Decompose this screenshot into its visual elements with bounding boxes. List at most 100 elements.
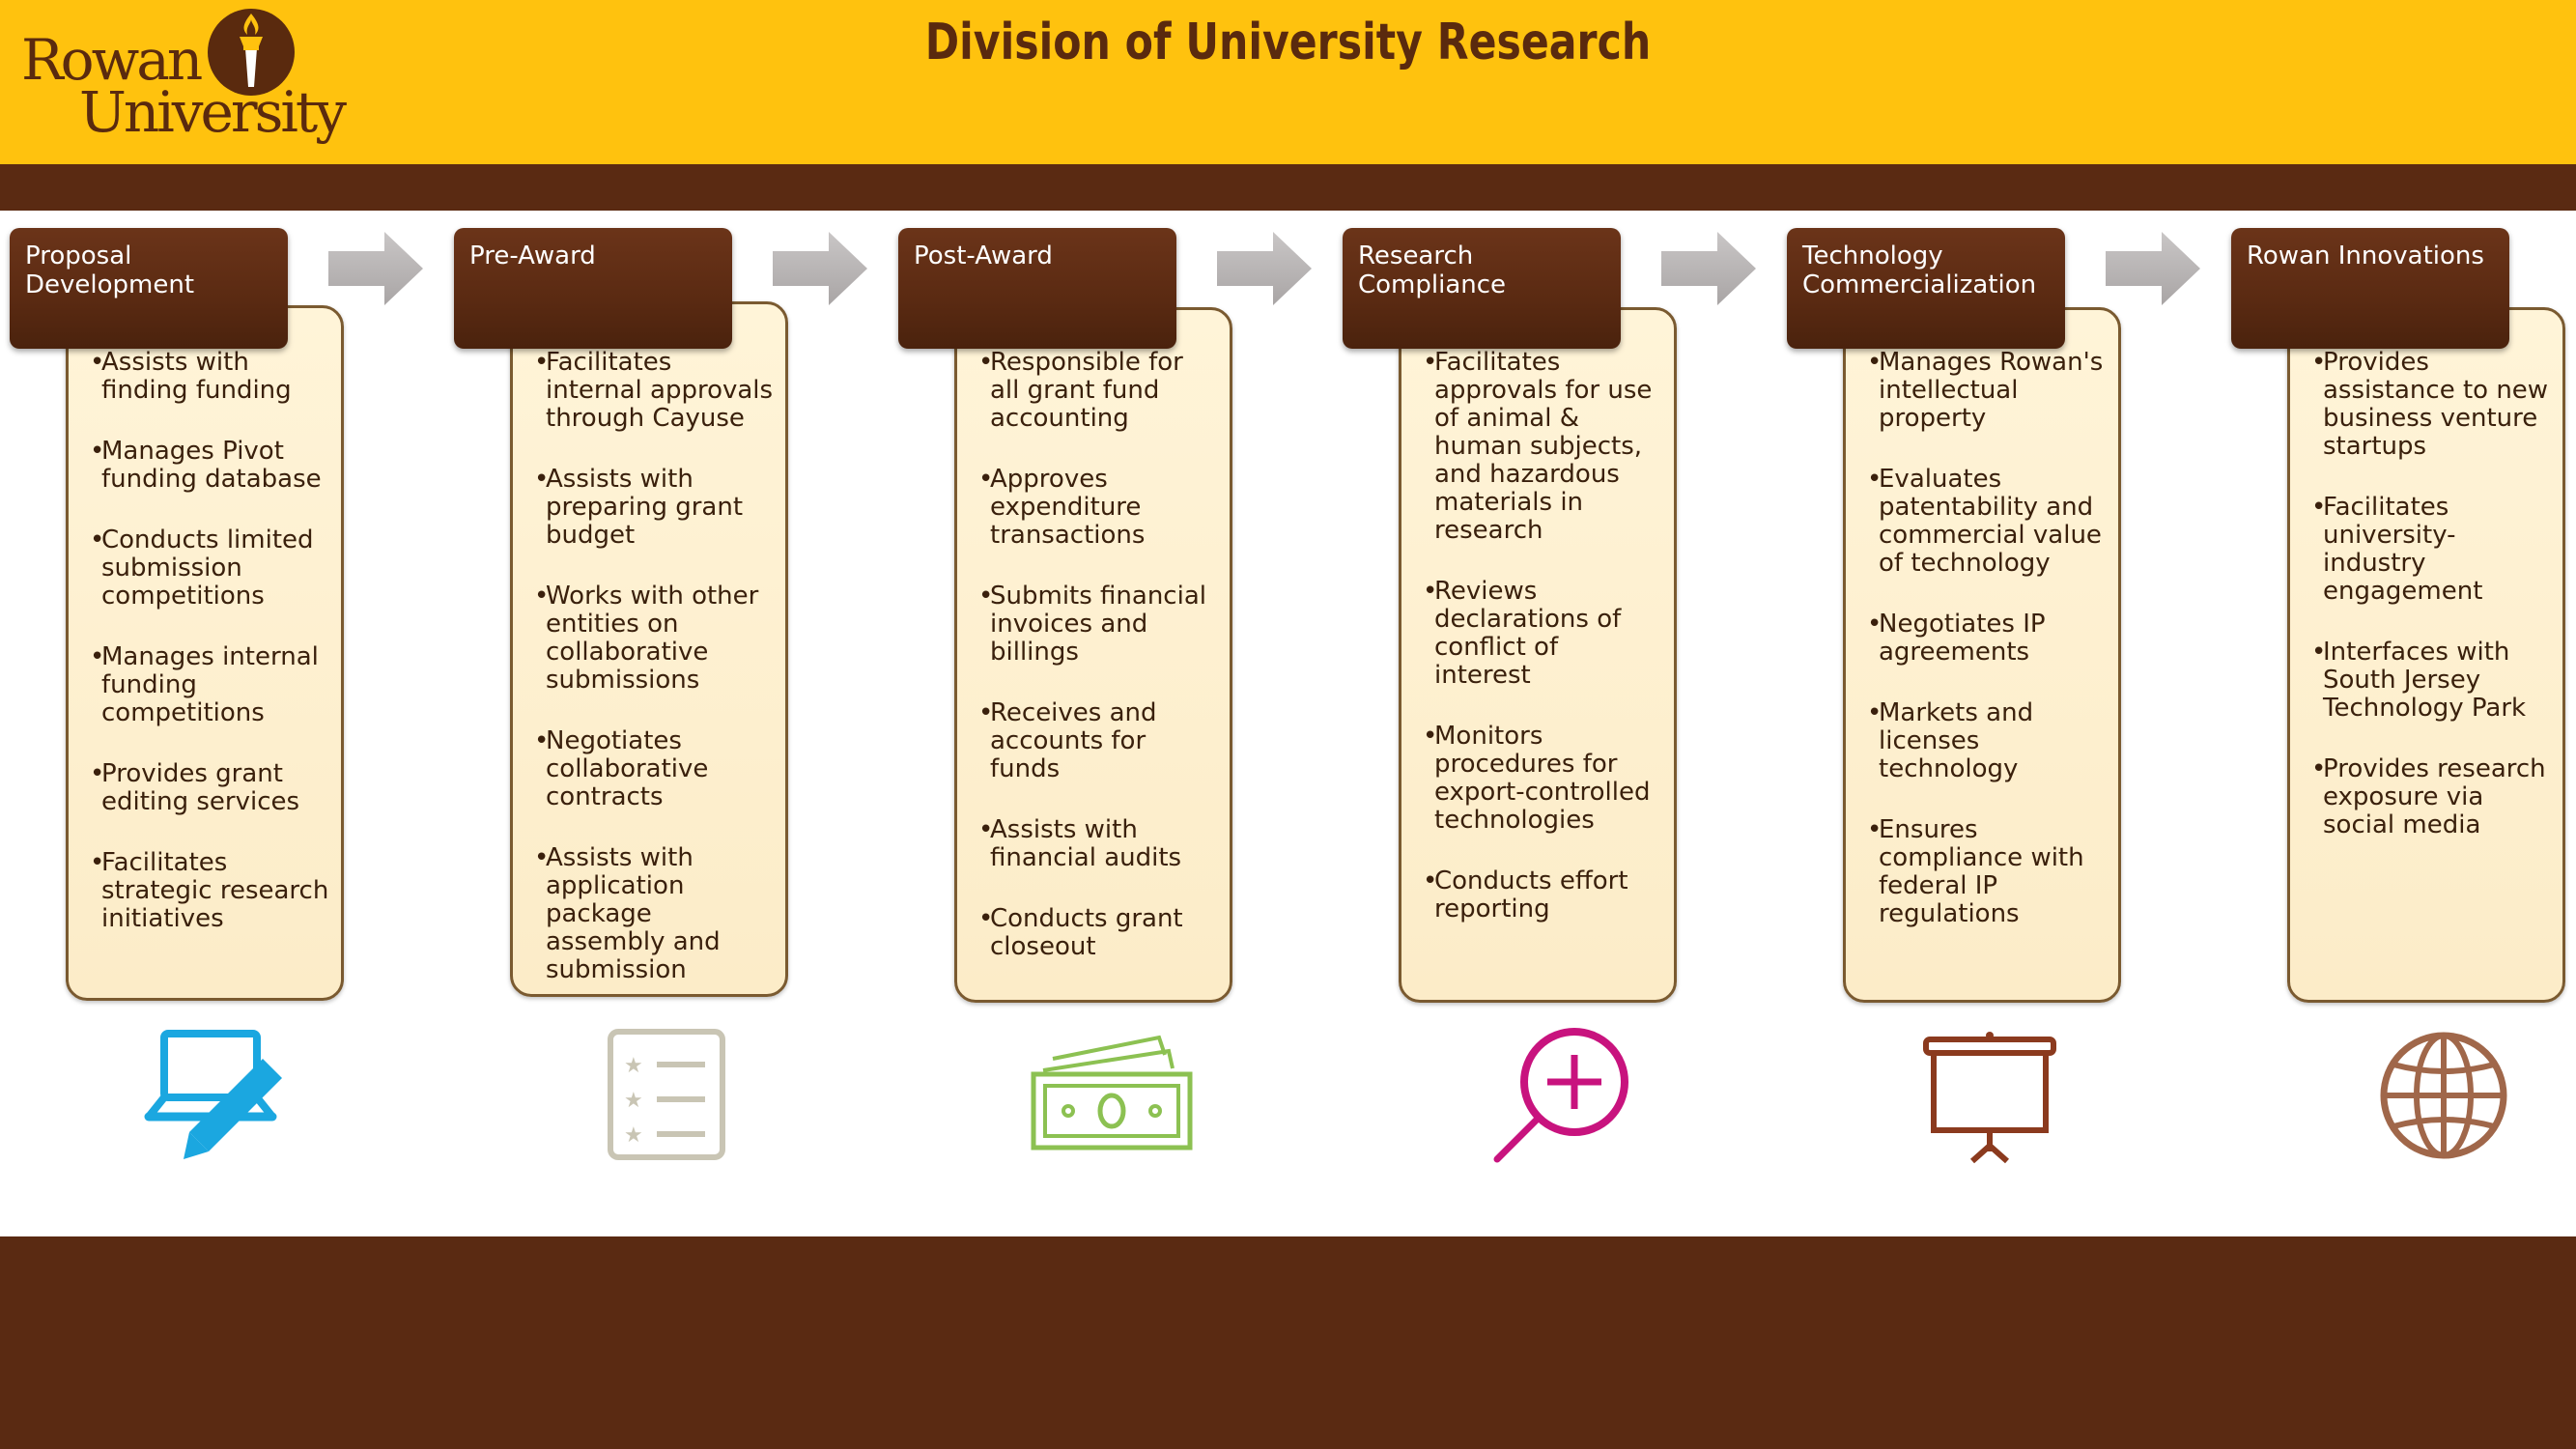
list-item-text: Assists with financial audits bbox=[990, 815, 1182, 872]
list-item-text: Conducts limited submission competitions bbox=[101, 526, 314, 611]
flow-arrow-icon bbox=[1217, 232, 1314, 305]
rowan-university-logo: Rowan University bbox=[19, 0, 347, 155]
list-item: •Facilitates university-industry engagem… bbox=[2311, 494, 2551, 606]
list-item-text: Conducts effort reporting bbox=[1434, 867, 1628, 923]
money-icon bbox=[1024, 1026, 1193, 1171]
bullet-dot-icon: • bbox=[90, 526, 105, 554]
stage-title: Rowan Innovations bbox=[2247, 242, 2484, 270]
stage-header: Proposal Development bbox=[10, 228, 288, 349]
list-item: •Works with other entities on collaborat… bbox=[534, 582, 774, 695]
stage-column: •Responsible for all grant fund accounti… bbox=[898, 228, 1285, 1020]
page-title: Division of University Research bbox=[924, 14, 1652, 71]
list-item-text: Responsible for all grant fund accountin… bbox=[990, 348, 1183, 433]
bullet-dot-icon: • bbox=[2311, 754, 2327, 783]
bullet-dot-icon: • bbox=[978, 698, 994, 727]
list-item-text: Facilitates university-industry engageme… bbox=[2323, 493, 2483, 606]
list-item: •Conducts limited submission competition… bbox=[90, 526, 329, 611]
list-item: •Conducts effort reporting bbox=[1423, 867, 1662, 923]
stage-column: •Facilitates internal approvals through … bbox=[454, 228, 840, 1020]
list-item: •Manages Pivot funding database bbox=[90, 438, 329, 494]
stage-header: Rowan Innovations bbox=[2231, 228, 2509, 349]
stage-title: Technology Commercialization bbox=[1802, 242, 2037, 299]
stage-title: Post-Award bbox=[914, 242, 1053, 270]
bullet-dot-icon: • bbox=[2311, 493, 2327, 522]
bullet-dot-icon: • bbox=[978, 815, 994, 844]
bullet-dot-icon: • bbox=[90, 848, 105, 877]
bullet-dot-icon: • bbox=[1423, 348, 1438, 377]
stage-title: Pre-Award bbox=[469, 242, 596, 270]
stage-column: •Assists with finding funding•Manages Pi… bbox=[10, 228, 396, 1020]
svg-text:★: ★ bbox=[624, 1054, 643, 1078]
list-item: •Approves expenditure transactions bbox=[978, 466, 1218, 550]
list-item-text: Ensures compliance with federal IP regul… bbox=[1879, 815, 2084, 928]
bullet-dot-icon: • bbox=[534, 582, 550, 611]
list-item: •Manages internal funding competitions bbox=[90, 643, 329, 727]
bullet-dot-icon: • bbox=[1867, 698, 1882, 727]
list-item: •Negotiates collaborative contracts bbox=[534, 727, 774, 811]
stage-header: Research Compliance bbox=[1343, 228, 1621, 349]
list-item: •Responsible for all grant fund accounti… bbox=[978, 349, 1218, 433]
list-item: •Receives and accounts for funds bbox=[978, 699, 1218, 783]
list-item: •Facilitates approvals for use of animal… bbox=[1423, 349, 1662, 545]
list-item: •Monitors procedures for export-controll… bbox=[1423, 723, 1662, 835]
list-item-text: Approves expenditure transactions bbox=[990, 465, 1146, 550]
bullet-dot-icon: • bbox=[534, 465, 550, 494]
list-item: •Assists with finding funding bbox=[90, 349, 329, 405]
list-item: •Assists with application package assemb… bbox=[534, 844, 774, 984]
torch-icon bbox=[208, 9, 295, 96]
bullet-dot-icon: • bbox=[90, 759, 105, 788]
stage-details-card: •Responsible for all grant fund accounti… bbox=[954, 307, 1232, 1003]
list-item-text: Submits financial invoices and billings bbox=[990, 582, 1206, 667]
bullet-dot-icon: • bbox=[978, 465, 994, 494]
logo-word-university: University bbox=[79, 79, 347, 145]
bullet-dot-icon: • bbox=[534, 843, 550, 872]
svg-text:★: ★ bbox=[624, 1123, 643, 1148]
brown-footer-band bbox=[0, 1236, 2576, 1449]
stage-title: Research Compliance bbox=[1358, 242, 1507, 299]
list-item-text: Negotiates collaborative contracts bbox=[546, 726, 709, 811]
list-item-text: Assists with preparing grant budget bbox=[546, 465, 744, 550]
list-item-text: Manages Rowan's intellectual property bbox=[1879, 348, 2104, 433]
list-item: •Interfaces with South Jersey Technology… bbox=[2311, 639, 2551, 723]
list-item: •Manages Rowan's intellectual property bbox=[1867, 349, 2107, 433]
flow-arrow-icon bbox=[1661, 232, 1758, 305]
list-item-text: Manages Pivot funding database bbox=[101, 437, 322, 494]
stage-details-card: •Provides assistance to new business ven… bbox=[2287, 307, 2565, 1003]
bullet-dot-icon: • bbox=[2311, 348, 2327, 377]
bullet-dot-icon: • bbox=[534, 348, 550, 377]
list-item: •Provides assistance to new business ven… bbox=[2311, 349, 2551, 461]
stage-column: •Provides assistance to new business ven… bbox=[2231, 228, 2576, 1020]
list-item-text: Works with other entities on collaborati… bbox=[546, 582, 759, 695]
list-item-text: Assists with finding funding bbox=[101, 348, 292, 405]
flow-arrow-icon bbox=[328, 232, 425, 305]
list-item: •Reviews declarations of conflict of int… bbox=[1423, 578, 1662, 690]
laptop-pen-icon bbox=[135, 1026, 290, 1171]
brown-divider-band bbox=[0, 164, 2576, 211]
list-item-text: Receives and accounts for funds bbox=[990, 698, 1157, 783]
stage-column: •Manages Rowan's intellectual property•E… bbox=[1787, 228, 2173, 1020]
bullet-dot-icon: • bbox=[978, 582, 994, 611]
stage-details-card: •Facilitates internal approvals through … bbox=[510, 301, 788, 997]
list-item-text: Evaluates patentability and commercial v… bbox=[1879, 465, 2102, 578]
list-item: •Conducts grant closeout bbox=[978, 905, 1218, 961]
bullet-dot-icon: • bbox=[2311, 638, 2327, 667]
bullet-dot-icon: • bbox=[1423, 577, 1438, 606]
svg-text:★: ★ bbox=[624, 1089, 643, 1113]
bullet-dot-icon: • bbox=[978, 904, 994, 933]
list-item-text: Assists with application package assembl… bbox=[546, 843, 721, 984]
list-item-text: Provides assistance to new business vent… bbox=[2323, 348, 2549, 461]
list-item-text: Reviews declarations of conflict of inte… bbox=[1434, 577, 1622, 690]
bullet-dot-icon: • bbox=[90, 348, 105, 377]
list-item: •Provides research exposure via social m… bbox=[2311, 755, 2551, 839]
list-item-text: Monitors procedures for export-controlle… bbox=[1434, 722, 1651, 835]
list-item: •Evaluates patentability and commercial … bbox=[1867, 466, 2107, 578]
stage-details-card: •Facilitates approvals for use of animal… bbox=[1399, 307, 1677, 1003]
bullet-dot-icon: • bbox=[1867, 465, 1882, 494]
magnifier-plus-icon bbox=[1478, 1026, 1632, 1171]
list-item-text: Negotiates IP agreements bbox=[1879, 610, 2046, 667]
header-banner: Rowan University Division of University … bbox=[0, 0, 2576, 164]
stage-header: Technology Commercialization bbox=[1787, 228, 2065, 349]
bullet-dot-icon: • bbox=[1867, 348, 1882, 377]
bullet-dot-icon: • bbox=[1423, 867, 1438, 895]
bullet-dot-icon: • bbox=[978, 348, 994, 377]
